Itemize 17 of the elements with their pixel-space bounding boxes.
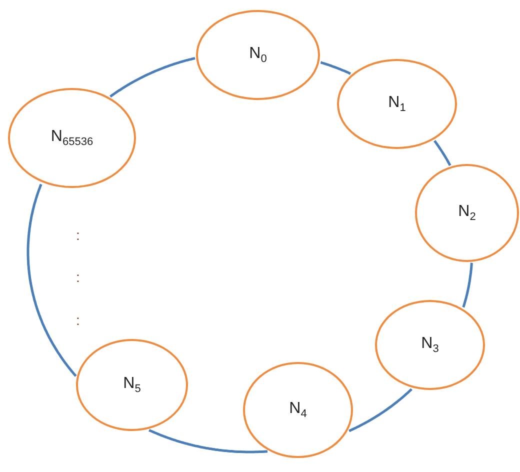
node-label: N$_{1}$ — [388, 94, 406, 114]
ring-connector — [462, 262, 473, 308]
ellipsis-mark: : — [76, 228, 80, 242]
node-label: N$_{3}$ — [421, 334, 439, 356]
node-label: N$_{4}$ — [289, 400, 307, 420]
ring-connector — [26, 184, 77, 377]
node-label: N$_{65536}$ — [50, 128, 94, 148]
ring-connector — [110, 56, 196, 98]
ring-connector — [320, 61, 352, 75]
ellipsis-mark: : — [76, 270, 80, 284]
ring-connector — [148, 429, 268, 454]
node-label: N$_{2}$ — [458, 202, 476, 224]
node-label: N$_{5}$ — [123, 374, 141, 396]
ellipsis-mark: : — [76, 313, 80, 327]
ring-connector — [434, 140, 452, 166]
ring-connector — [348, 388, 412, 432]
node-label: N$_{0}$ — [249, 44, 267, 66]
